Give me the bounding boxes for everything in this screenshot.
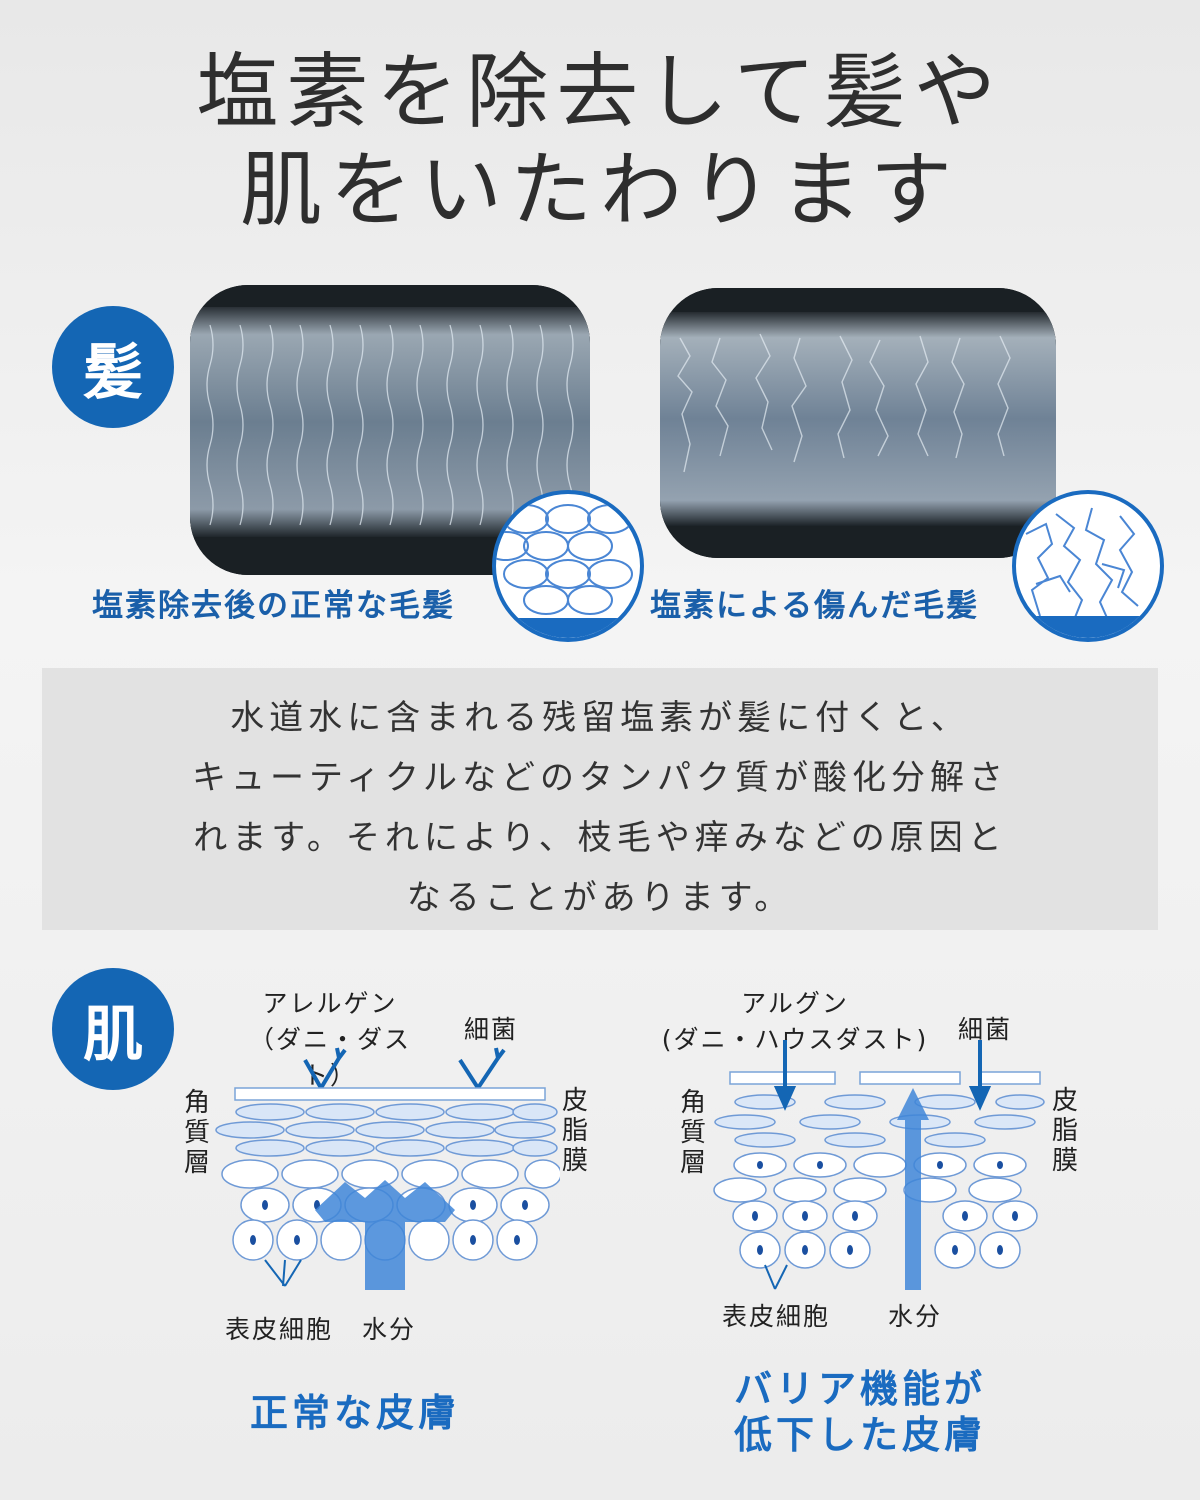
normal-cells-label: 表皮細胞 (225, 1315, 334, 1344)
headline-line-1: 塩素を除去して髪や (196, 45, 1004, 140)
explanation-line: れます。それにより、枝毛や痒みなどの原因と (193, 818, 1007, 858)
damaged-caption-line2: 低下した皮膚 (733, 1413, 986, 1457)
explanation-line: なることがあります。 (406, 878, 794, 918)
normal-skin-caption: 正常な皮膚 (249, 1391, 460, 1435)
headline-line-2: 肌をいたわります (239, 143, 960, 238)
damaged-water-label: 水分 (888, 1302, 943, 1331)
normal-hair-image (190, 285, 590, 575)
hair-badge: 髪 (52, 306, 174, 428)
explanation-line: 水道水に含まれる残留塩素が髪に付くと、 (230, 698, 970, 738)
skin-badge: 肌 (52, 968, 174, 1090)
damaged-bacteria-label: 細菌 (958, 1015, 1013, 1044)
normal-water-label: 水分 (362, 1315, 417, 1344)
normal-stratum-label: 角質層 (183, 1088, 210, 1178)
damaged-stratum-label: 角質層 (679, 1088, 706, 1178)
damaged-sebum-label: 皮脂膜 (1051, 1086, 1078, 1176)
normal-hair-caption: 塩素除去後の正常な毛髪 (92, 588, 455, 624)
damaged-skin-caption: バリア機能が 低下した皮膚 (705, 1366, 1015, 1458)
explanation-line: キューティクルなどのタンパク質が酸化分解さ (192, 758, 1008, 798)
explanation-text: 水道水に含まれる残留塩素が髪に付くと、 キューティクルなどのタンパク質が酸化分解… (42, 688, 1158, 928)
normal-bacteria-label: 細菌 (464, 1015, 519, 1044)
damaged-allergen-line2: (ダニ・ハウスダスト) (661, 1025, 929, 1054)
damaged-hair-image (660, 288, 1056, 558)
normal-sebum-label: 皮脂膜 (561, 1086, 588, 1176)
damaged-hair-caption: 塩素による傷んだ毛髪 (650, 588, 980, 624)
explanation-box (42, 668, 1158, 930)
normal-skin-diagram (205, 1040, 562, 1290)
damaged-cells-label: 表皮細胞 (722, 1302, 831, 1331)
damaged-cuticle-zoom (1012, 490, 1164, 642)
damaged-caption-line1: バリア機能が (733, 1367, 986, 1411)
damaged-skin-diagram (705, 1040, 1050, 1290)
normal-cuticle-zoom (492, 490, 644, 642)
damaged-allergen-line1: アルグン (741, 989, 849, 1018)
damaged-allergen-label: アルグン (ダニ・ハウスダスト) (640, 984, 950, 1056)
normal-allergen-line1: アレルゲン (262, 989, 398, 1018)
